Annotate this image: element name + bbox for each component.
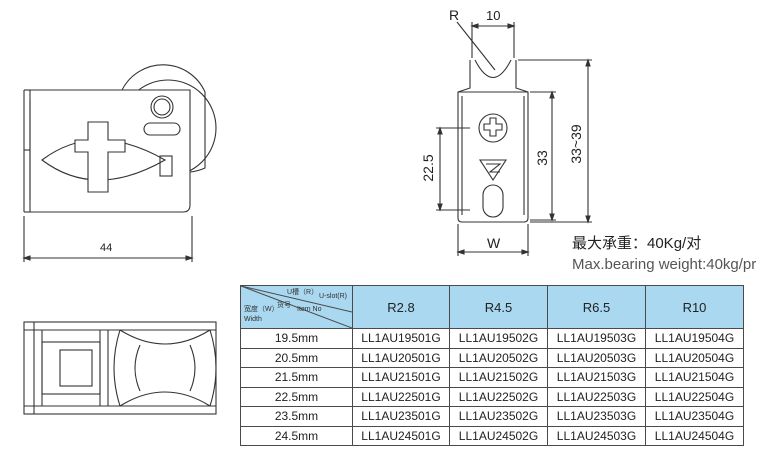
dimension-33-39-label: 33~39 (568, 124, 584, 164)
table-corner-header: U槽（R） U-slot(R) 货号 Item No 宽度（W） Width (240, 285, 353, 329)
width-cell: 24.5mm (240, 425, 353, 446)
item-cell: LL1AU24504G (645, 425, 744, 446)
max-bearing-chinese: 最大承重：40Kg/对 (572, 235, 702, 252)
dimension-33-label: 33 (534, 150, 550, 166)
side-view (23, 64, 217, 213)
top-view (23, 321, 217, 415)
width-cell: 21.5mm (240, 367, 353, 388)
item-cell: LL1AU23501G (352, 406, 450, 427)
item-cell: LL1AU20502G (449, 347, 548, 368)
item-cell: LL1AU21504G (645, 367, 744, 388)
table-row: 24.5mm LL1AU24501G LL1AU24502G LL1AU2450… (240, 425, 744, 446)
item-cell: LL1AU21501G (352, 367, 450, 388)
item-cell: LL1AU20504G (645, 347, 744, 368)
item-cell: LL1AU19504G (645, 328, 744, 349)
dimension-22-5 (436, 126, 470, 212)
item-cell: LL1AU21502G (449, 367, 548, 388)
dimension-33-39 (518, 58, 592, 224)
dimension-44-label: 44 (100, 242, 112, 254)
item-cell: LL1AU24503G (547, 425, 646, 446)
item-cell: LL1AU24501G (352, 425, 450, 446)
width-label-cn: 宽度（W） (244, 306, 279, 313)
radius-label: R (449, 7, 459, 23)
table-row: 22.5mm LL1AU22501G LL1AU22502G LL1AU2250… (240, 386, 744, 407)
item-cell: LL1AU22503G (547, 386, 646, 407)
brand-logo-icon (478, 159, 508, 182)
dimension-33 (530, 90, 556, 222)
item-cell: LL1AU21503G (547, 367, 646, 388)
table-row: 21.5mm LL1AU21501G LL1AU21502G LL1AU2150… (240, 367, 744, 388)
dimension-w (456, 224, 530, 256)
table-row: 23.5mm LL1AU23501G LL1AU23502G LL1AU2350… (240, 406, 744, 427)
item-label-cn: 货号 (277, 302, 291, 309)
item-cell: LL1AU23504G (645, 406, 744, 427)
table-row: 19.5mm LL1AU19501G LL1AU19502G LL1AU1950… (240, 328, 744, 349)
slot-label-cn: U槽（R） (287, 289, 319, 296)
item-cell: LL1AU22504G (645, 386, 744, 407)
dimension-w-label: W (487, 235, 501, 251)
slot-label-en: U-slot(R) (319, 293, 347, 300)
width-cell: 19.5mm (240, 328, 353, 349)
table-row: 20.5mm LL1AU20501G LL1AU20502G LL1AU2050… (240, 347, 744, 368)
item-label-en: Item No (297, 306, 322, 313)
width-cell: 23.5mm (240, 406, 353, 427)
table-header-row: U槽（R） U-slot(R) 货号 Item No 宽度（W） Width R… (240, 285, 744, 329)
width-cell: 22.5mm (240, 386, 353, 407)
front-view (457, 59, 529, 223)
max-bearing-english: Max.bearing weight:40kg/pr (572, 256, 757, 273)
item-cell: LL1AU19502G (449, 328, 548, 349)
dimension-22-5-label: 22.5 (420, 154, 436, 181)
spec-table: U槽（R） U-slot(R) 货号 Item No 宽度（W） Width R… (240, 285, 744, 446)
dimension-44 (22, 216, 194, 262)
item-cell: LL1AU23502G (449, 406, 548, 427)
dimension-10-label: 10 (486, 8, 500, 23)
item-cell: LL1AU23503G (547, 406, 646, 427)
item-cell: LL1AU20501G (352, 347, 450, 368)
dimension-10 (456, 21, 516, 71)
column-header-r6-5: R6.5 (547, 285, 646, 329)
item-cell: LL1AU19501G (352, 328, 450, 349)
column-header-r10: R10 (645, 285, 744, 329)
item-cell: LL1AU22502G (449, 386, 548, 407)
item-cell: LL1AU20503G (547, 347, 646, 368)
item-cell: LL1AU24502G (449, 425, 548, 446)
width-cell: 20.5mm (240, 347, 353, 368)
column-header-r4-5: R4.5 (449, 285, 548, 329)
item-cell: LL1AU19503G (547, 328, 646, 349)
column-header-r2-8: R2.8 (352, 285, 450, 329)
item-cell: LL1AU22501G (352, 386, 450, 407)
width-label-en: Width (244, 316, 262, 323)
